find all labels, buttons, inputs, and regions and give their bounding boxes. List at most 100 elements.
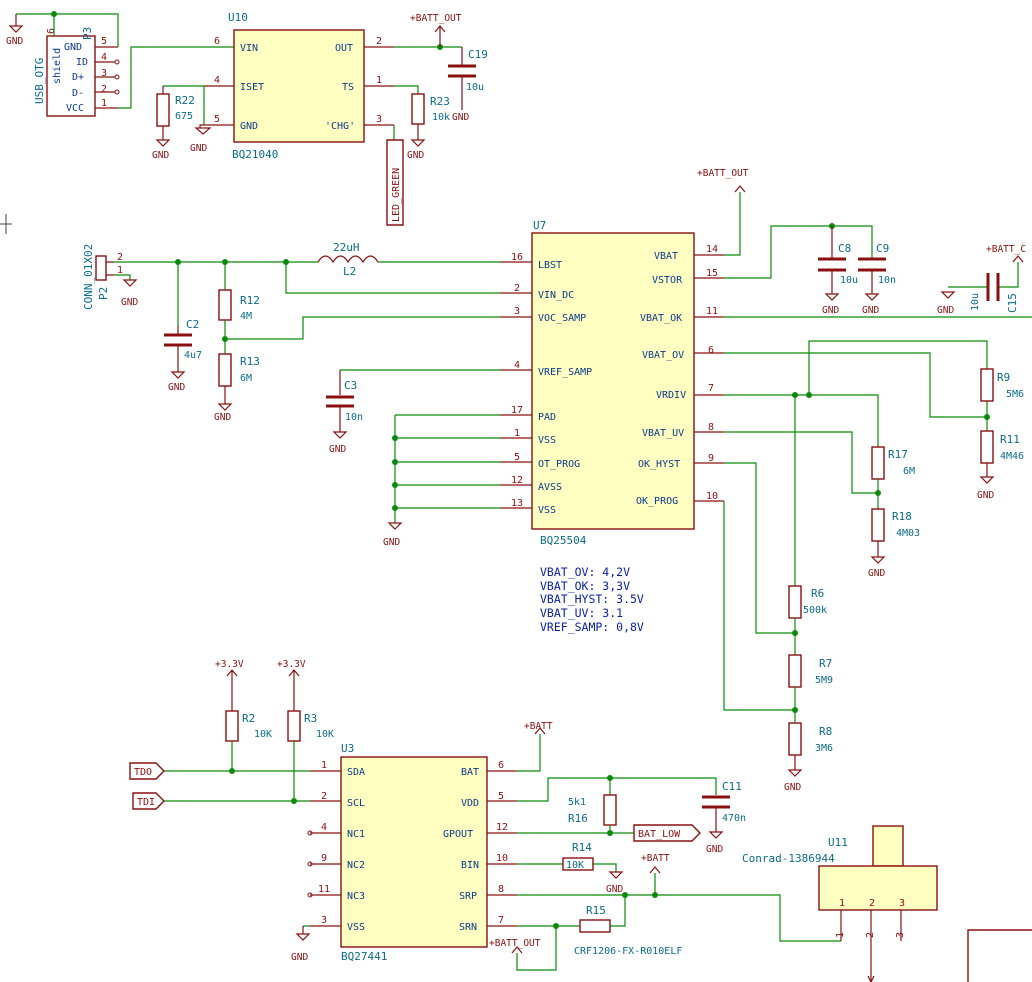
svg-text:4M: 4M: [240, 311, 252, 322]
svg-text:VRDIV: VRDIV: [656, 390, 686, 401]
resistor-r14[interactable]: R14 10K GND: [562, 841, 624, 895]
svg-text:3: 3: [321, 915, 327, 926]
svg-text:GND: GND: [937, 305, 954, 316]
svg-text:3: 3: [514, 306, 520, 317]
resistor-r3[interactable]: R3 10K: [287, 710, 334, 742]
connector-p3[interactable]: 6 P3 shield USB_OTG GND ID D+ D- VCC 5 4…: [33, 27, 120, 117]
resistor-r8[interactable]: R8 3M6 GND: [784, 722, 833, 793]
svg-text:2: 2: [865, 932, 876, 938]
resistor-r17[interactable]: R17 6M: [871, 446, 915, 480]
inductor-l2[interactable]: 22uH L2: [317, 241, 379, 278]
svg-text:NC3: NC3: [347, 891, 365, 902]
svg-text:GND: GND: [822, 305, 839, 316]
svg-text:R11: R11: [1000, 433, 1020, 446]
p3-value: USB_OTG: [33, 58, 46, 104]
label-bat-low: BAT_LOW: [633, 824, 701, 842]
capacitor-c2[interactable]: C2 4u7 GND: [164, 262, 202, 393]
resistor-r23[interactable]: R23 10k GND: [407, 93, 450, 161]
u10-value: BQ21040: [232, 148, 278, 161]
u10-pin-vin: VIN: [240, 43, 258, 54]
p3-num-5: 5: [101, 36, 107, 47]
led-green-label: LED_GREEN: [386, 139, 404, 226]
svg-text:R6: R6: [811, 587, 824, 600]
svg-text:8: 8: [708, 422, 714, 433]
svg-text:5k1: 5k1: [568, 797, 586, 808]
svg-text:7: 7: [708, 383, 714, 394]
power-3v3-r2: +3.3V: [215, 659, 244, 711]
power-batt-out-u7: +BATT_OUT: [697, 168, 749, 193]
svg-text:BAT_LOW: BAT_LOW: [638, 829, 681, 840]
svg-text:6M: 6M: [240, 373, 252, 384]
svg-text:TDO: TDO: [134, 767, 152, 778]
note-vbat-uv: VBAT_UV: 3.1: [540, 606, 623, 620]
svg-text:U11: U11: [828, 836, 848, 849]
svg-text:10K: 10K: [254, 729, 272, 740]
label-tdi: TDI: [132, 792, 165, 810]
svg-text:SCL: SCL: [347, 798, 365, 809]
resistor-r15[interactable]: R15 CRF1206-FX-R010ELF: [574, 904, 682, 957]
ic-u7[interactable]: U7 BQ25504 LBST VIN_DC VOC_SAMP VREF_SAM…: [511, 219, 718, 547]
svg-text:R16: R16: [568, 812, 588, 825]
capacitor-c3[interactable]: C3 10n GND: [326, 369, 500, 455]
note-vref-samp: VREF_SAMP: 0,8V: [540, 620, 644, 634]
svg-text:1: 1: [321, 760, 327, 771]
svg-text:10n: 10n: [878, 275, 896, 286]
svg-text:P2: P2: [97, 287, 110, 300]
svg-text:4M46: 4M46: [1000, 451, 1024, 462]
svg-text:8: 8: [498, 884, 504, 895]
svg-text:14: 14: [706, 244, 718, 255]
resistor-r6[interactable]: R6 500k: [788, 585, 827, 619]
svg-text:+BATT: +BATT: [641, 853, 670, 864]
svg-text:C2: C2: [186, 318, 199, 331]
svg-text:OT_PROG: OT_PROG: [538, 459, 580, 470]
capacitor-c9[interactable]: C9 10n GND: [858, 242, 896, 316]
p3-shield-label: shield: [52, 48, 63, 84]
svg-text:3M6: 3M6: [815, 743, 833, 754]
svg-text:1: 1: [117, 265, 123, 276]
svg-text:+BATT_C: +BATT_C: [986, 244, 1026, 255]
gnd-symbol-u3: GND: [291, 926, 311, 963]
svg-text:VBAT_UV: VBAT_UV: [642, 428, 684, 439]
svg-text:VDD: VDD: [461, 798, 479, 809]
capacitor-c11[interactable]: C11 470n GND: [702, 780, 746, 855]
svg-text:675: 675: [175, 111, 193, 122]
resistor-r12[interactable]: R12 4M: [218, 262, 260, 322]
svg-text:+BATT_OUT: +BATT_OUT: [697, 168, 749, 179]
svg-text:NC1: NC1: [347, 829, 365, 840]
connector-p2[interactable]: 2 1 CONN_01X02 P2: [82, 244, 123, 310]
capacitor-c15[interactable]: 10u C15 GND: [937, 262, 1019, 316]
svg-text:VSS: VSS: [538, 435, 556, 446]
resistor-r11[interactable]: R11 4M46 GND: [977, 430, 1024, 501]
capacitor-c19[interactable]: C19 10u GND: [448, 47, 488, 123]
resistor-r13[interactable]: R13 6M GND: [214, 353, 260, 423]
svg-text:22uH: 22uH: [333, 241, 360, 254]
ic-u10[interactable]: U10 BQ21040 VIN ISET GND OUT TS 'CHG' 6 …: [214, 11, 382, 161]
svg-text:10u: 10u: [970, 293, 981, 311]
capacitor-c8[interactable]: C8 10u GND: [818, 226, 858, 316]
p3-num-4: 4: [101, 52, 107, 63]
svg-text:6: 6: [708, 345, 714, 356]
p3-pin-gnd: GND: [64, 42, 82, 53]
svg-text:R8: R8: [819, 725, 832, 738]
svg-text:GND: GND: [606, 884, 623, 895]
svg-text:4M03: 4M03: [896, 528, 920, 539]
svg-text:+BATT: +BATT: [524, 721, 553, 732]
svg-text:VBAT_OV: VBAT_OV: [642, 350, 684, 361]
note-vbat-ov: VBAT_OV: 4,2V: [540, 565, 630, 579]
svg-text:5: 5: [498, 791, 504, 802]
label-tdo: TDO: [129, 762, 165, 780]
ic-u3[interactable]: U3 BQ27441 SDA SCL NC1 NC2 NC3 VSS BAT V…: [318, 742, 508, 963]
svg-text:GND: GND: [291, 952, 308, 963]
p3-pin-dm: D-: [72, 88, 84, 99]
resistor-r22[interactable]: R22 675 GND: [152, 86, 195, 161]
resistor-r18[interactable]: R18 4M03 GND: [868, 508, 920, 579]
svg-text:6: 6: [498, 760, 504, 771]
resistor-r2[interactable]: R2 10K: [225, 710, 272, 742]
svg-text:C3: C3: [344, 379, 357, 392]
svg-text:VSTOR: VSTOR: [652, 275, 683, 286]
svg-text:L2: L2: [343, 265, 356, 278]
module-u11[interactable]: U11 Conrad-1386944 1 2 3 1 2 3: [742, 825, 938, 982]
resistor-r7[interactable]: R7 5M9: [788, 654, 833, 688]
resistor-r9[interactable]: R9 5M6: [980, 368, 1024, 402]
resistor-r16[interactable]: 5k1 R16: [568, 794, 617, 826]
